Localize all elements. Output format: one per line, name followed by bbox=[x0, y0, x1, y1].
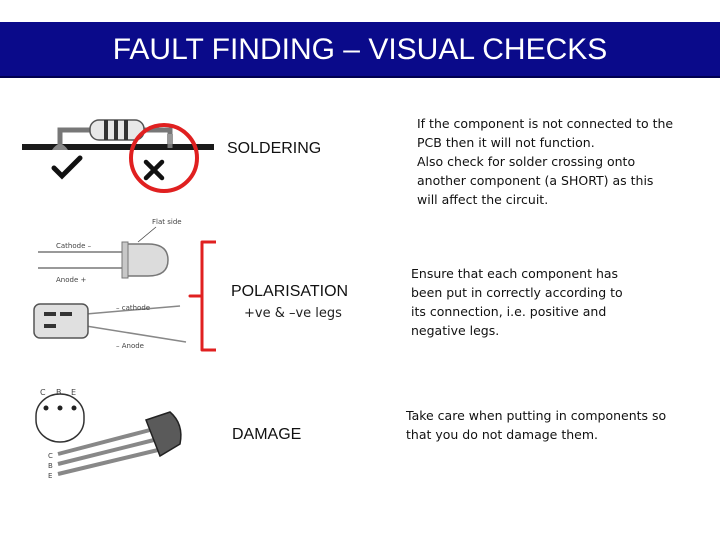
capacitor-anode-label: – Anode bbox=[116, 342, 144, 350]
soldering-description: If the component is not connected to the… bbox=[417, 114, 673, 209]
transistor-leg-pin-label: B bbox=[48, 462, 53, 470]
soldering-desc-line: another component (a SHORT) as this bbox=[417, 173, 654, 188]
polarity-bracket bbox=[188, 240, 216, 352]
led-body bbox=[123, 243, 169, 277]
transistor-top-pin-label: B bbox=[56, 388, 62, 397]
soldering-desc-line: If the component is not connected to the bbox=[417, 116, 674, 131]
polarisation-desc-line: Ensure that each component has bbox=[411, 266, 619, 281]
capacitor-body bbox=[33, 303, 89, 339]
polarisation-desc-line: its connection, i.e. positive and bbox=[411, 304, 607, 319]
damage-description: Take care when putting in components so … bbox=[406, 406, 666, 444]
transistor-top-pin-label: C bbox=[40, 388, 46, 397]
damage-desc-line: Take care when putting in components so bbox=[406, 408, 667, 423]
led-anode-label: Anode + bbox=[56, 276, 86, 284]
page-title: FAULT FINDING – VISUAL CHECKS bbox=[112, 33, 608, 66]
soldering-desc-line: PCB then it will not function. bbox=[417, 135, 595, 150]
damage-label: DAMAGE bbox=[232, 426, 302, 443]
transistor-body bbox=[145, 411, 182, 458]
damage-desc-line: that you do not damage them. bbox=[406, 427, 598, 442]
polarisation-desc-line: been put in correctly according to bbox=[411, 285, 623, 300]
polarisation-label: POLARISATION bbox=[231, 283, 349, 300]
polarisation-desc-line: negative legs. bbox=[411, 323, 500, 338]
soldering-desc-line: will affect the circuit. bbox=[417, 192, 549, 207]
soldering-desc-line: Also check for solder crossing onto bbox=[417, 154, 636, 169]
polarisation-description: Ensure that each component has been put … bbox=[411, 264, 623, 340]
polarisation-illustration: Flat side Cathode – Anode + – cathode – … bbox=[33, 218, 216, 352]
polarisation-sublabel: +ve & –ve legs bbox=[244, 306, 342, 321]
capacitor-cathode-label: – cathode bbox=[116, 304, 150, 312]
soldering-label: SOLDERING bbox=[227, 140, 322, 157]
led-cathode-label: Cathode – bbox=[56, 242, 92, 250]
check-icon bbox=[51, 155, 83, 180]
title-bar: FAULT FINDING – VISUAL CHECKS bbox=[0, 22, 720, 78]
transistor-top-pin-label: E bbox=[71, 388, 76, 397]
fault-highlight-circle bbox=[129, 123, 199, 193]
pcb-board bbox=[22, 144, 214, 150]
transistor-leg-pin-label: C bbox=[48, 452, 53, 460]
transistor-top-view bbox=[35, 393, 85, 443]
soldering-illustration bbox=[22, 119, 214, 193]
cross-icon bbox=[143, 159, 165, 181]
led-flat-side-label: Flat side bbox=[152, 218, 182, 226]
damage-illustration: C B E C B E bbox=[35, 388, 182, 480]
transistor-leg-pin-label: E bbox=[48, 472, 52, 480]
